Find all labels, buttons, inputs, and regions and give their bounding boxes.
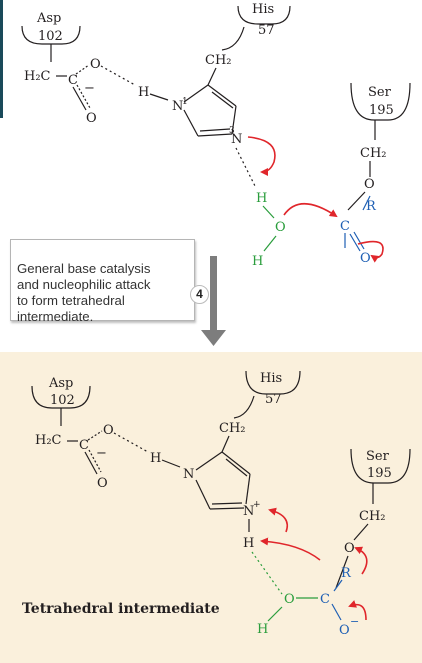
arrow-carbonyl-to-oxygen — [357, 240, 384, 263]
water-hydrogen-b: H — [257, 622, 268, 637]
asp-his-hbond — [100, 65, 136, 86]
substrate-oxygen: O — [360, 251, 371, 266]
asp-carboxyl-minus: − — [84, 81, 95, 96]
substrate-r-group-2: R — [341, 566, 352, 581]
asp-oxygen-lower: O — [86, 111, 97, 126]
step-description-box: General base catalysis and nucleophilic … — [10, 239, 195, 324]
substrate-r-group: R — [366, 199, 377, 214]
tetrahedral-carbon: C — [320, 592, 330, 607]
step-number-badge: 4 — [190, 285, 209, 304]
intermediate-caption: Tetrahedral intermediate — [22, 601, 220, 617]
ser-bracket — [350, 82, 411, 121]
asp-number: 102 — [38, 29, 63, 44]
his-n1-hydrogen-2: H — [150, 451, 161, 466]
his-bracket-2 — [245, 370, 301, 395]
asp-h2c-2: H₂C — [35, 433, 62, 448]
oxyanion-oxygen: O — [339, 623, 350, 638]
his-bracket — [237, 5, 291, 25]
ser-oxygen: O — [364, 177, 375, 192]
asp-carboxyl-minus-2: − — [96, 446, 107, 461]
ser-ch2-2: CH₂ — [359, 509, 386, 524]
his-n1-hydrogen: H — [138, 85, 149, 100]
ser-bracket-2 — [350, 448, 411, 484]
asp-oxygen-upper-2: O — [103, 423, 114, 438]
ser-label: Ser — [368, 85, 392, 100]
his-n3-2: N — [243, 504, 254, 519]
water-oxygen: O — [275, 220, 286, 235]
asp-oxygen-lower-2: O — [97, 476, 108, 491]
water-oxygen-2: O — [284, 592, 295, 607]
his-ch2: CH₂ — [205, 53, 232, 68]
asp-label-2: Asp — [48, 376, 73, 391]
water-hydrogen-1: H — [256, 191, 267, 206]
transferred-hydrogen: H — [243, 536, 254, 551]
asp-label: Asp — [36, 11, 61, 26]
asp-co-upper-bond — [75, 64, 90, 75]
step-arrow-head — [201, 330, 226, 346]
step-description: General base catalysis and nucleophilic … — [17, 261, 151, 324]
asp-h2c: H₂C — [24, 69, 51, 84]
his-n1: N — [172, 99, 183, 114]
his-label: His — [252, 2, 274, 17]
ser-label-2: Ser — [366, 449, 390, 464]
his-n3: N — [231, 132, 242, 147]
arrow-ser-o-bond — [354, 546, 368, 575]
asp-carboxyl-c: C — [68, 73, 78, 88]
his-label-2: His — [260, 371, 282, 386]
substrate-carbon: C — [340, 219, 350, 234]
his-n3-charge: + — [253, 500, 261, 510]
his-n1-superscript: 1 — [182, 97, 188, 107]
asp-number-2: 102 — [50, 393, 75, 408]
his-ch2-2: CH₂ — [219, 421, 246, 436]
oxyanion-charge: − — [350, 615, 359, 628]
his-n3-superscript: 3 — [229, 126, 235, 136]
step-arrow-shaft — [210, 256, 217, 332]
sidebar-accent-bar — [0, 0, 3, 118]
arrow-to-hydrogen — [260, 537, 321, 561]
asp-carboxyl-c-2: C — [79, 438, 89, 453]
asp-oxygen-upper: O — [90, 57, 101, 72]
asp-bracket — [21, 25, 81, 45]
his-water-hbond — [235, 147, 257, 189]
bottom-mechanism: Asp 102 H₂C C − O O H His 57 CH₂ N N + — [22, 370, 411, 638]
ser-number-2: 195 — [367, 466, 392, 481]
arrow-oxyanion — [348, 600, 367, 621]
arrow-to-n3 — [268, 507, 289, 533]
hydrogen-oxygen-hbond — [251, 551, 283, 595]
his-number: 57 — [258, 23, 275, 38]
ser-oxygen-2: O — [344, 541, 355, 556]
his-number-2: 57 — [265, 392, 282, 407]
ser-number: 195 — [369, 103, 394, 118]
arrow-n3-to-h — [247, 136, 276, 176]
arrow-water-to-carbon — [283, 203, 338, 218]
water-hydrogen-2: H — [252, 254, 263, 269]
his-n1-2: N — [183, 467, 194, 482]
top-mechanism: Asp 102 H₂C C − O O H His 57 CH₂ N 1 N 3 — [21, 2, 411, 269]
intermediate-panel — [0, 352, 422, 663]
ser-ch2: CH₂ — [360, 146, 387, 161]
